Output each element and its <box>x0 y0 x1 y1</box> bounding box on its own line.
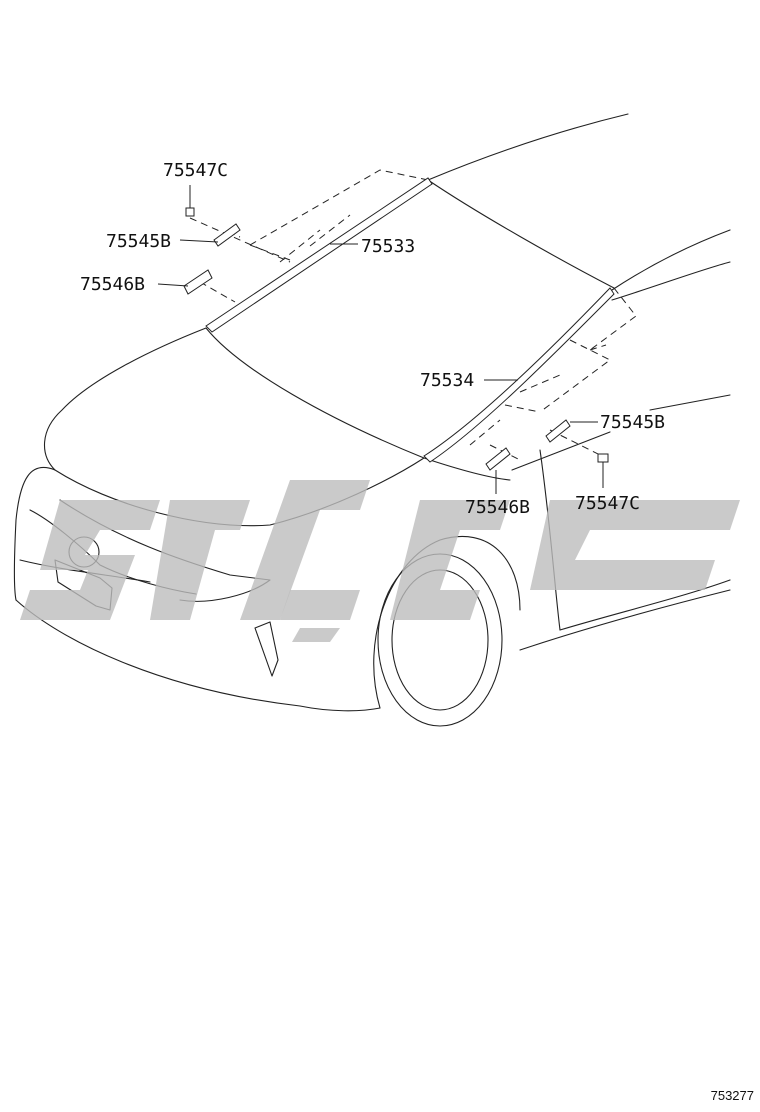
label-75545b-left: 75545B <box>106 231 171 252</box>
watermark-logo <box>20 480 740 642</box>
label-75534: 75534 <box>420 370 474 391</box>
clip-75547c-right <box>597 453 609 488</box>
label-75546b-left: 75546B <box>80 274 145 295</box>
retainer-75545b-left <box>213 223 241 247</box>
moulding-75533 <box>205 177 433 333</box>
label-75546b-right: 75546B <box>465 497 530 518</box>
label-75547c-left: 75547C <box>163 160 228 181</box>
label-75547c-right: 75547C <box>575 493 640 514</box>
label-75545b-right: 75545B <box>600 412 665 433</box>
retainer-75545b-right <box>545 419 571 443</box>
retainer-75546b-left <box>183 269 213 295</box>
figure-id: 753277 <box>711 1088 754 1103</box>
clip-75547c-left <box>185 185 195 217</box>
assembly-dashed-lines <box>189 169 637 461</box>
retainer-75546b-right <box>485 447 511 494</box>
label-75533: 75533 <box>361 236 415 257</box>
label-leaders <box>157 239 598 423</box>
moulding-75534 <box>423 287 615 463</box>
